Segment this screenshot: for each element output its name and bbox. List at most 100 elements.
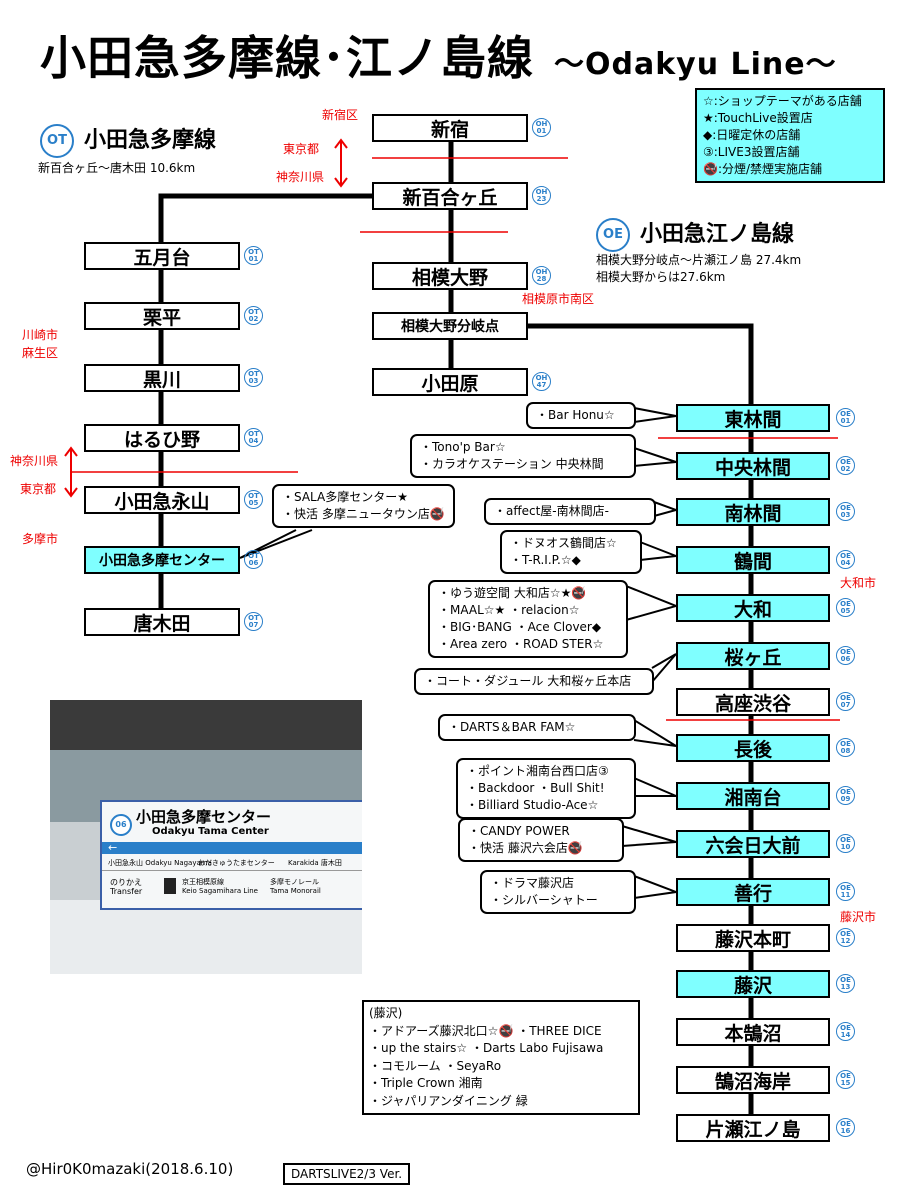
version-label: DARTSLIVE2/3 Ver. [283, 1163, 411, 1185]
station-fujisawa[interactable]: 藤沢 [676, 970, 830, 998]
shop-item: ・カラオケステーション 中央林間 [420, 457, 604, 471]
shop-item: ・SALA多摩センター★ [282, 490, 408, 504]
station-zengyo[interactable]: 善行 [676, 878, 830, 906]
station-sign-photo: 06 小田急多摩センター Odakyu Tama Center ← 小田急永山 … [50, 700, 362, 974]
station-higashi-rinkan[interactable]: 東林間 [676, 404, 830, 432]
station-kugenuma-kaigan[interactable]: 鵠沼海岸 [676, 1066, 830, 1094]
sign-station-name: 小田急多摩センター [136, 808, 272, 826]
station-shinyurigaoka[interactable]: 新百合ヶ丘 [372, 182, 528, 210]
callout-pointer [239, 529, 313, 559]
station-odakyu-nagayama[interactable]: 小田急永山 [84, 486, 240, 514]
station-kurihira[interactable]: 栗平 [84, 302, 240, 330]
shop-callout-tsuruma: ・ドヌオス鶴間店☆ ・T-R.I.P.☆◆ [500, 530, 642, 574]
shop-callout-zengyo: ・ドラマ藤沢店 ・シルバーシャトー [480, 870, 636, 914]
enoshima-line-badge: OE [596, 218, 630, 252]
sign-blue-band [102, 842, 362, 854]
shop-item: ・MAAL☆★ ・relacion☆ [438, 603, 580, 617]
station-odawara[interactable]: 小田原 [372, 368, 528, 396]
station-katase-enoshima[interactable]: 片瀬江ノ島 [676, 1114, 830, 1142]
station-kurokawa[interactable]: 黒川 [84, 364, 240, 392]
shop-callout-mutsuai: ・CANDY POWER ・快活 藤沢六会店🚭 [458, 818, 624, 862]
station-chogo[interactable]: 長後 [676, 734, 830, 762]
area-label: 川崎市 [22, 328, 59, 342]
tama-line-branch [158, 193, 372, 242]
callout-pointer [633, 447, 677, 467]
shop-callout-tama-center: ・SALA多摩センター★ ・快活 多摩ニュータウン店🚭 [272, 484, 455, 528]
train-icon [164, 878, 176, 894]
legend-item: 🚭:分煙/禁煙実施店舗 [703, 162, 823, 176]
area-label: 神奈川県 [10, 454, 59, 468]
author-credit: @Hir0K0mazaki(2018.6.10) [26, 1160, 234, 1178]
callout-pointer [633, 719, 677, 747]
photo-window [50, 900, 362, 974]
shop-item: ・CANDY POWER [468, 824, 570, 838]
shop-callout-sakuragaoka: ・コート・ダジュール 大和桜ヶ丘本店 [414, 668, 654, 695]
shop-item: ・快活 多摩ニュータウン店🚭 [282, 507, 445, 521]
shop-item: ・DARTS＆BAR FAM☆ [448, 720, 576, 734]
shop-item: ・BIG･BANG ・Ace Clover◆ [438, 620, 602, 634]
shop-item: ・Backdoor ・Bull Shit! [466, 781, 605, 795]
station-sakuragaoka[interactable]: 桜ヶ丘 [676, 642, 830, 670]
station-chuo-rinkan[interactable]: 中央林間 [676, 452, 830, 480]
shop-item: (藤沢) [369, 1006, 403, 1020]
enoshima-line-header: OE 小田急江ノ島線 [596, 216, 794, 252]
enoshima-line-name: 小田急江ノ島線 [640, 222, 795, 247]
station-karakida[interactable]: 唐木田 [84, 608, 240, 636]
station-sagami-ono[interactable]: 相模大野 [372, 262, 528, 290]
area-label: 神奈川県 [276, 170, 325, 184]
station-shonandai[interactable]: 湘南台 [676, 782, 830, 810]
legend-box: ☆:ショップテーマがある店舗 ★:TouchLive設置店 ◆:日曜定休の店舗 … [695, 88, 885, 183]
station-fujisawa-honmachi[interactable]: 藤沢本町 [676, 924, 830, 952]
legend-item: ③:LIVE3設置店舗 [703, 145, 800, 159]
shop-item: ・コート・ダジュール 大和桜ヶ丘本店 [424, 674, 632, 688]
sign-station-kana: おだきゅうたまセンター [198, 859, 275, 867]
shop-item: ・ドラマ藤沢店 [490, 876, 575, 890]
shop-item: ・affect屋-南林間店- [494, 504, 609, 518]
boundary-arrow-head [334, 177, 348, 188]
sign-station-name-en: Odakyu Tama Center [152, 826, 269, 837]
shop-item: ・シルバーシャトー [490, 893, 598, 907]
fujisawa-shop-box: (藤沢) ・アドアーズ藤沢北口☆🚭 ・THREE DICE ・up the st… [362, 1000, 640, 1115]
station-koza-shibuya[interactable]: 高座渋谷 [676, 688, 830, 716]
page-title: 小田急多摩線･江ノ島線～Odakyu Line～ [40, 22, 837, 88]
station-hon-kugenuma[interactable]: 本鵠沼 [676, 1018, 830, 1046]
station-odakyu-tama-center[interactable]: 小田急多摩センター [84, 546, 240, 574]
enoshima-line-branch [528, 323, 754, 404]
station-sagami-ono-junction[interactable]: 相模大野分岐点 [372, 312, 528, 340]
station-mutsuai-nichidaimae[interactable]: 六会日大前 [676, 830, 830, 858]
shop-item: ・T-R.I.P.☆◆ [510, 553, 581, 567]
tama-line-desc: 新百合ヶ丘～唐木田 10.6km [38, 161, 196, 175]
sign-next-station: Karakida 唐木田 [288, 859, 342, 867]
station-yamato[interactable]: 大和 [676, 594, 830, 622]
shop-item: ・ジャパリアンダイニング 緑 [369, 1093, 528, 1108]
station-tsuruma[interactable]: 鶴間 [676, 546, 830, 574]
arrow-left-icon: ← [108, 841, 118, 854]
callout-pointer [621, 825, 677, 847]
shop-callout-shonandai: ・ポイント湘南台西口店③ ・Backdoor ・Bull Shit! ・Bill… [456, 758, 636, 819]
station-satsukidai[interactable]: 五月台 [84, 242, 240, 270]
shop-item: ・コモルーム ・SeyaRo [369, 1058, 502, 1073]
callout-pointer [639, 541, 677, 561]
shop-callout-higashi-rinkan: ・Bar Honu☆ [526, 402, 636, 429]
station-shinjuku[interactable]: 新宿 [372, 114, 528, 142]
station-minami-rinkan[interactable]: 南林間 [676, 498, 830, 526]
station-haruhino[interactable]: はるひ野 [84, 424, 240, 452]
